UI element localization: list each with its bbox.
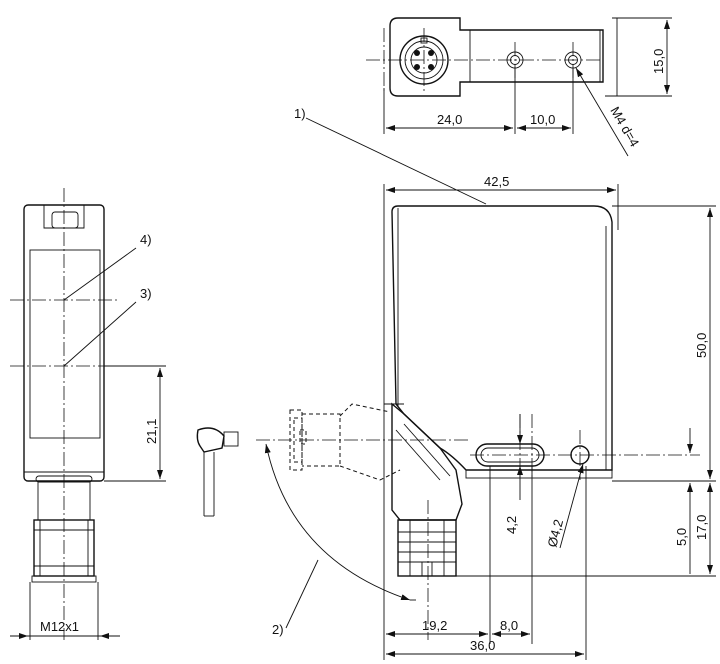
callout-label: 4)	[140, 232, 152, 247]
callout-leader	[63, 247, 137, 301]
dim-label: 19,2	[422, 618, 447, 633]
dim-label: 8,0	[500, 618, 518, 633]
callout-leader	[63, 301, 137, 367]
side-view: 21,1 M12x1	[10, 188, 166, 640]
dim-label: M12x1	[40, 619, 79, 634]
dim-label: 15,0	[651, 49, 666, 74]
callout-leader	[305, 117, 487, 205]
dim-label: 4,2	[504, 516, 519, 534]
cable-connector-detail	[196, 427, 239, 517]
top-view: 24,0 10,0 15,0 M4 d=4	[366, 17, 672, 157]
side-lens-window	[29, 249, 101, 439]
dim-label: Ø4,2	[544, 518, 566, 549]
dim-label: 5,0	[674, 528, 689, 546]
dim-label: M4 d=4	[607, 104, 642, 149]
mounting-base	[465, 469, 613, 479]
angled-connector	[391, 402, 463, 521]
dim-label: 10,0	[530, 112, 555, 127]
dim-label: 50,0	[694, 333, 709, 358]
callout-label: 1)	[294, 106, 306, 121]
callout-label: 3)	[140, 286, 152, 301]
dim-label: 42,5	[484, 174, 509, 189]
top-view-housing	[389, 17, 604, 97]
plug-body	[397, 519, 457, 577]
dim-label: 17,0	[694, 515, 709, 540]
front-view-housing	[391, 205, 613, 471]
dim-label: 21,1	[144, 419, 159, 444]
dim-label: 36,0	[470, 638, 495, 653]
dim-label: 24,0	[437, 112, 462, 127]
callout-label: 2)	[272, 622, 284, 637]
side-led-window	[51, 211, 79, 229]
front-view: 42,5 50,0 17,0 5,0 4,2 Ø4,2 19,2 8,0 36,…	[256, 174, 716, 660]
rotation-arc	[264, 443, 416, 629]
